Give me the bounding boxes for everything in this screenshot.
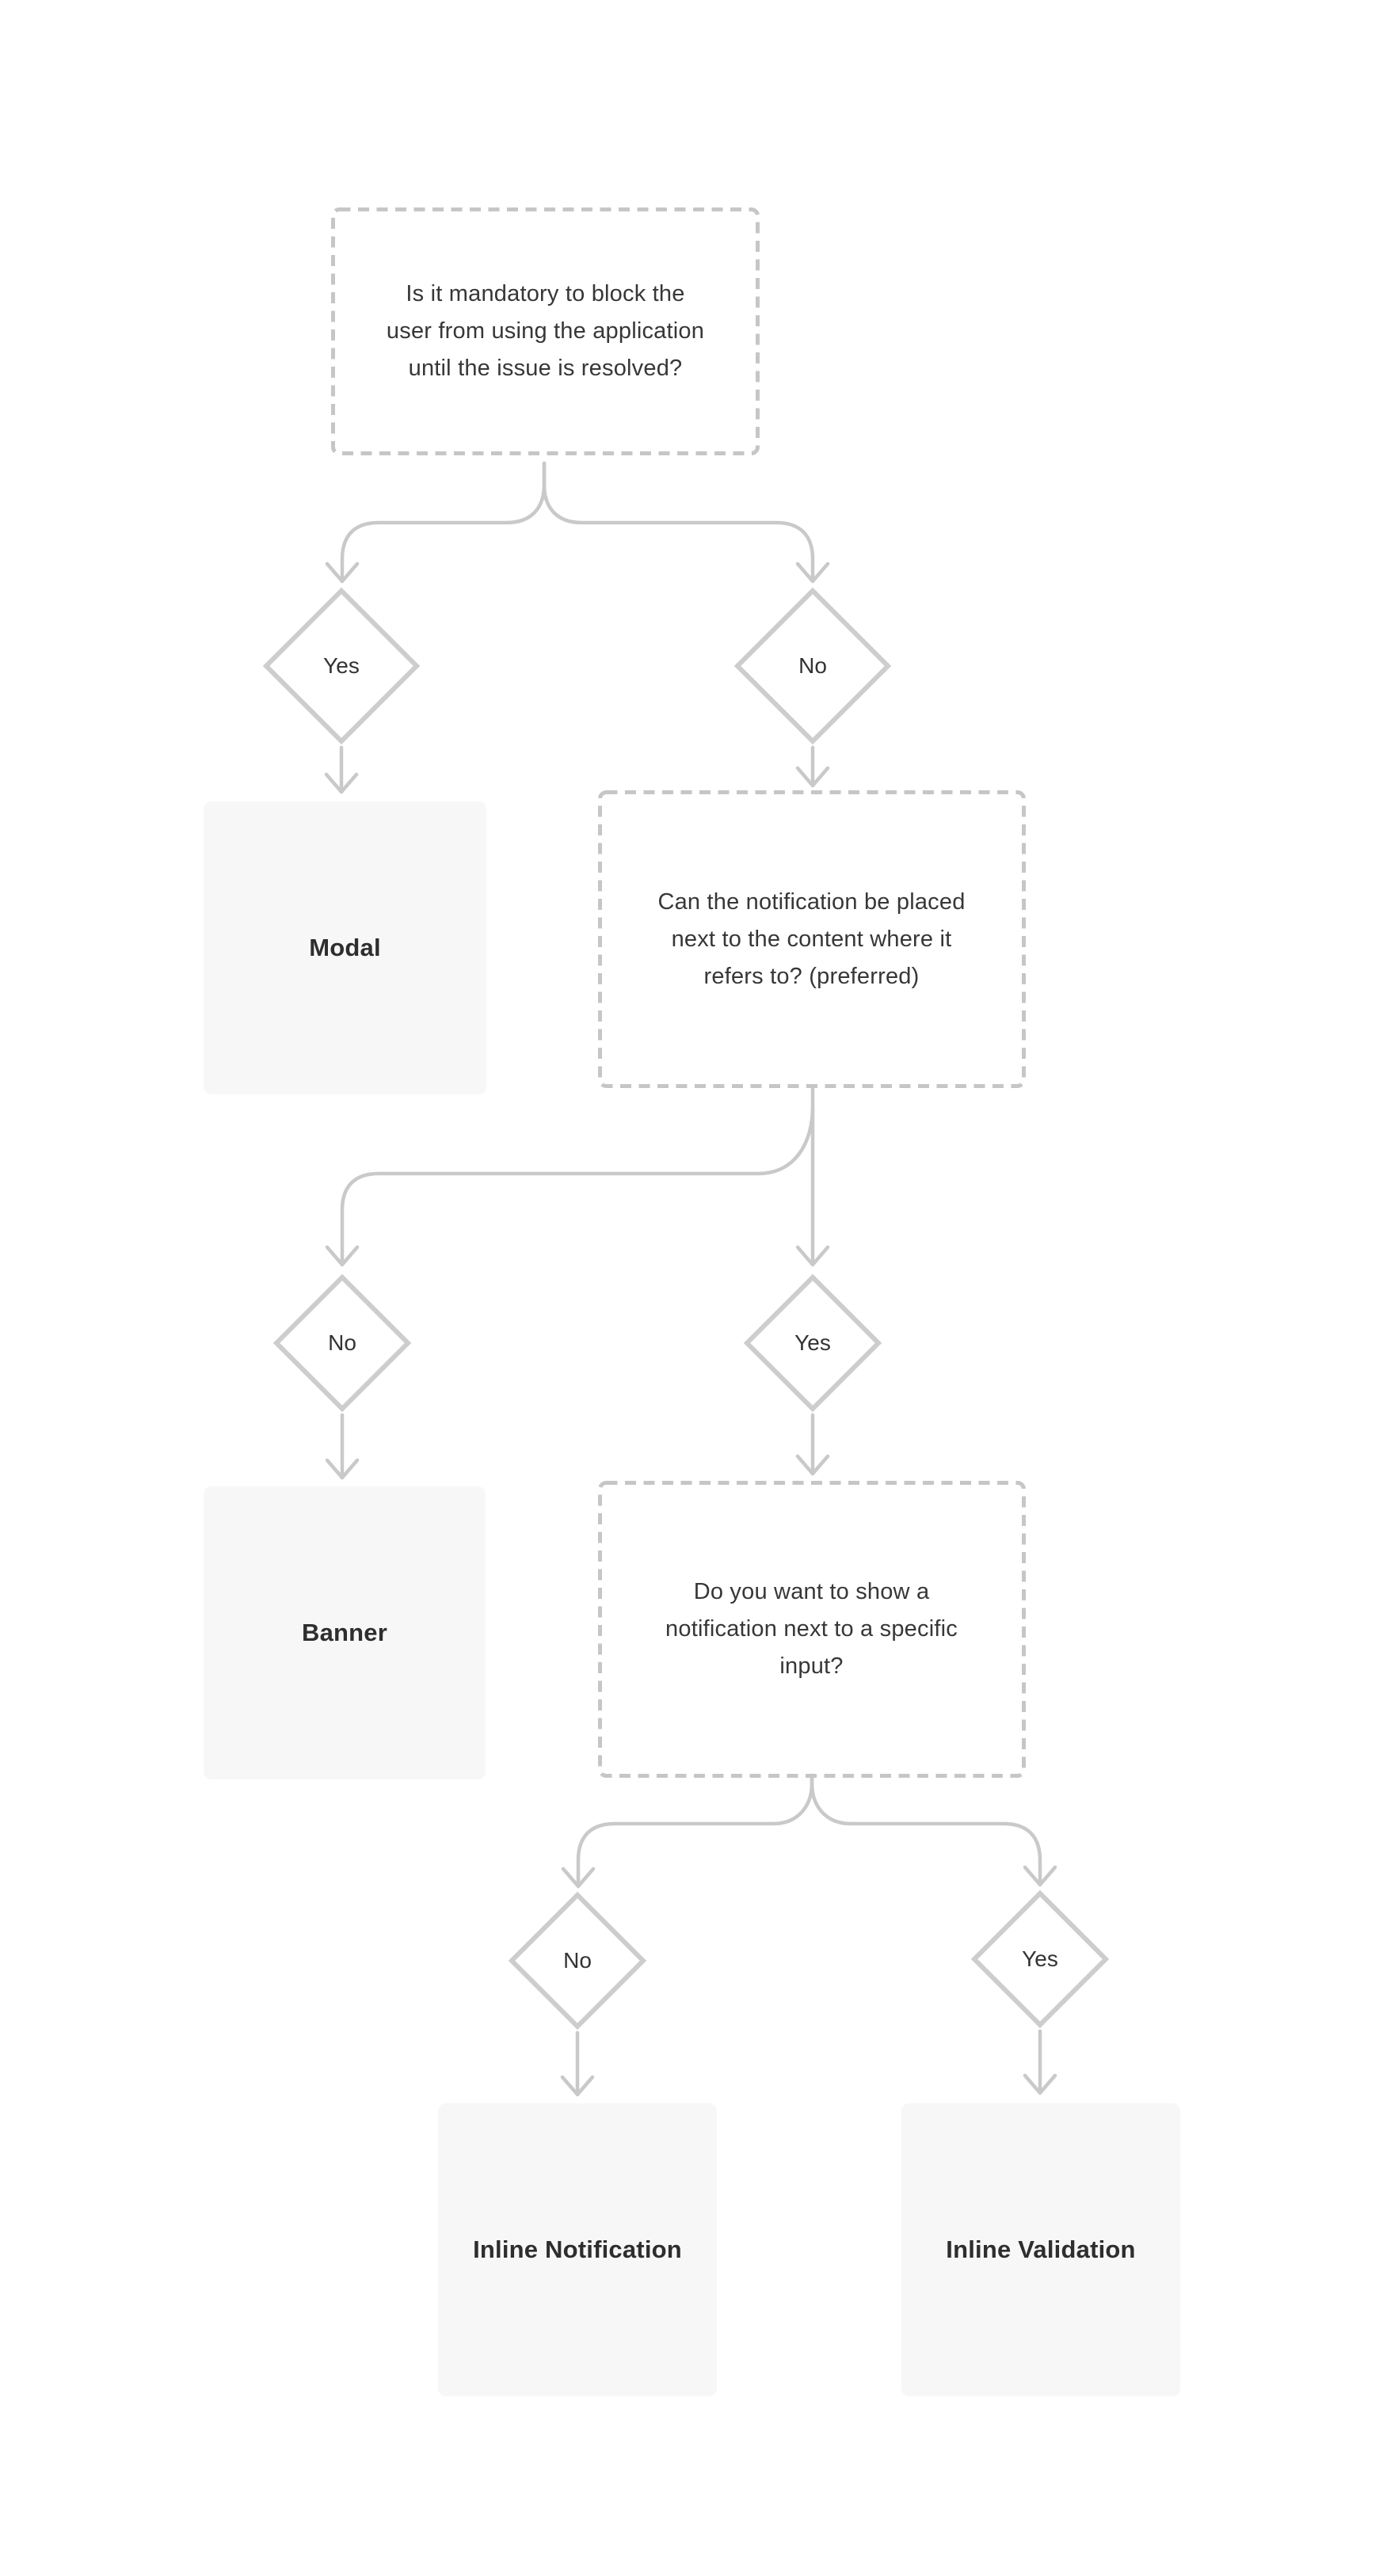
arrowhead-yes1-modal (324, 772, 359, 794)
question-specific-input-border (598, 1481, 1026, 1778)
arrowhead-split2-branch (325, 1245, 360, 1267)
question-specific-input: Do you want to show a notification next … (665, 1578, 958, 1679)
question-border-group (331, 207, 1026, 1778)
diamond-specific-input-yes (970, 1889, 1110, 2029)
outcome-inline-notification-label: Inline Notification (473, 2235, 682, 2263)
question-blocking-border (331, 207, 760, 455)
arrowhead-yes3-inline-validation (1023, 2073, 1057, 2095)
decision-diamond-group (262, 587, 1110, 2030)
arrowhead-split3-left (561, 1866, 596, 1889)
connector-group (324, 461, 1057, 2097)
diamond-placement-no (272, 1273, 412, 1413)
arrowhead-no1-placement (795, 766, 830, 788)
diamond-placement-yes (743, 1273, 882, 1413)
arrowhead-split3-right (1023, 1865, 1057, 1887)
connector-split2-branch (340, 1105, 815, 1267)
outcome-inline-notification: Inline Notification (438, 2103, 717, 2396)
arrowhead-no3-inline-notification (560, 2075, 595, 2097)
outcome-inline-validation-label: Inline Validation (946, 2235, 1136, 2263)
question-placement: Can the notification be placed next to t… (657, 888, 966, 989)
arrowhead-split1-left (325, 561, 360, 584)
question-placement-border (598, 790, 1026, 1088)
arrowhead-no2-banner (325, 1458, 360, 1480)
decision-placement-no-label: No (328, 1330, 356, 1355)
outcome-modal-label: Modal (309, 934, 381, 961)
diamond-blocking-yes (262, 587, 421, 745)
decision-blocking-yes-label: Yes (323, 653, 360, 678)
outcome-banner: Banner (204, 1486, 486, 1779)
decision-specific-input-yes-label: Yes (1022, 1946, 1058, 1971)
arrowhead-split1-right (795, 561, 830, 584)
decision-specific-input-no-label: No (563, 1948, 592, 1973)
question-blocking: Is it mandatory to block the user from u… (386, 280, 705, 381)
connector-split3-left (576, 1773, 814, 1889)
connector-split1-left (340, 461, 547, 584)
connector-split1-right (542, 461, 815, 584)
arrowhead-yes2-specific (795, 1454, 830, 1476)
decision-placement-yes-label: Yes (794, 1330, 831, 1355)
decision-blocking-no-label: No (798, 653, 827, 678)
outcome-inline-validation: Inline Validation (901, 2103, 1180, 2396)
diamond-blocking-no (733, 587, 892, 745)
outcome-banner-label: Banner (301, 1619, 387, 1646)
diamond-specific-input-no (508, 1891, 647, 2030)
connector-split3-right (810, 1773, 1042, 1887)
outcome-modal: Modal (204, 801, 486, 1094)
arrowhead-split2-main (795, 1245, 830, 1267)
